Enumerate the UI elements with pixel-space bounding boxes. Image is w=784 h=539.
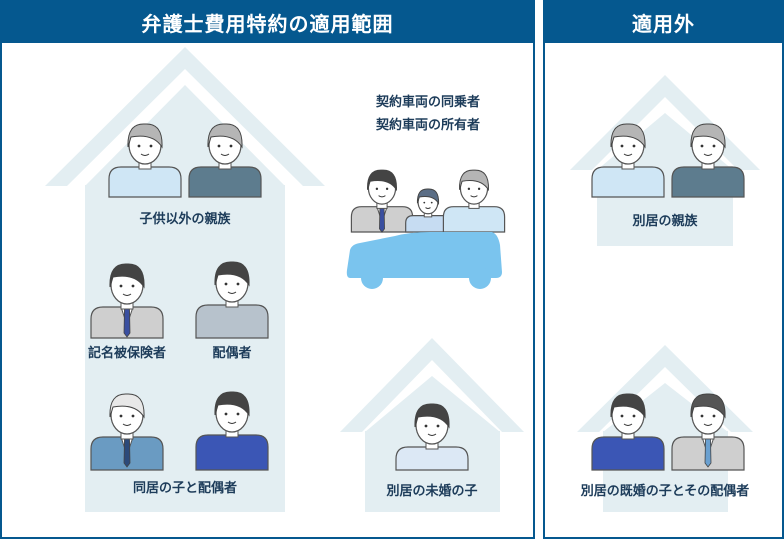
label-owner: 契約車両の所有者 bbox=[375, 118, 481, 133]
insured-man-icon bbox=[90, 263, 164, 339]
label-cohabiting-child: 同居の子と配偶者 bbox=[132, 481, 238, 496]
label-separate-relatives: 別居の親族 bbox=[632, 214, 698, 229]
cohabiting-son-icon bbox=[90, 393, 164, 471]
house-covered-main bbox=[45, 47, 325, 512]
elder-woman-icon bbox=[188, 123, 262, 198]
owner-elder-icon bbox=[442, 169, 506, 233]
married-daughter-icon bbox=[591, 393, 665, 471]
married-son-in-law-icon bbox=[671, 393, 745, 471]
excluded-title: 適用外 bbox=[545, 2, 782, 43]
spouse-woman-icon bbox=[195, 261, 269, 339]
label-unmarried-child: 別居の未婚の子 bbox=[386, 484, 478, 499]
covered-title: 弁護士費用特約の適用範囲 bbox=[2, 2, 533, 43]
label-spouse: 配偶者 bbox=[212, 346, 252, 361]
passenger-man-icon bbox=[350, 169, 414, 233]
unmarried-daughter-icon bbox=[395, 403, 469, 471]
separate-elder-man-icon bbox=[591, 123, 665, 198]
label-insured: 記名被保険者 bbox=[87, 346, 167, 361]
separate-elder-woman-icon bbox=[671, 123, 745, 198]
label-married-child: 別居の既婚の子とその配偶者 bbox=[580, 484, 750, 499]
label-passenger: 契約車両の同乗者 bbox=[375, 95, 481, 110]
cohabiting-daughter-icon bbox=[195, 391, 269, 471]
car-icon bbox=[346, 232, 502, 278]
label-relatives: 子供以外の親族 bbox=[139, 212, 231, 227]
elder-man-icon bbox=[108, 123, 182, 198]
